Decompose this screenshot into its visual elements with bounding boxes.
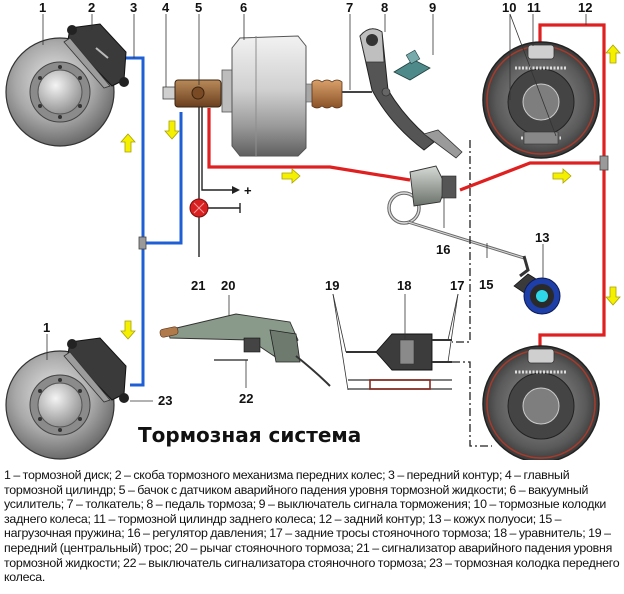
warning-wiring (198, 107, 241, 257)
pressure-regulator (387, 165, 457, 225)
legend-item: 19 – передний (центральный) трос; (4, 526, 611, 555)
callout-22: 22 (239, 391, 253, 406)
legend-caption: 1 – тормозной диск; 2 – скоба тормозного… (4, 468, 622, 585)
rear-drum-brake-top (482, 41, 600, 159)
callout-16: 16 (436, 242, 450, 257)
legend-item: 18 – уравнитель; (493, 526, 589, 541)
plus-terminal-label: + (244, 183, 252, 198)
axle-housing (513, 273, 561, 315)
callout-1-bottom: 1 (43, 320, 50, 335)
legend-item: 23 – тормозная колодка переднего колеса. (4, 555, 620, 585)
callout-3: 3 (130, 0, 137, 15)
parking-brake-lever (159, 313, 331, 387)
load-spring (407, 220, 530, 278)
legend-item: 6 – вакуумный усилитель; (4, 482, 589, 512)
legend-item: 2 – скоба тормозного механизма передних … (114, 468, 388, 482)
rear-drum-brake-bottom (482, 345, 600, 460)
flow-arrow-down-icon (164, 120, 180, 140)
legend-item: 8 – педаль тормоза; (146, 497, 259, 512)
callout-21: 21 (191, 278, 205, 293)
front-caliper-bottom (63, 337, 129, 403)
legend-item: 5 – бачок с датчиком аварийного падения … (118, 482, 510, 497)
legend-item: 9 – выключатель сигнала торможения; (258, 497, 474, 512)
callout-18: 18 (397, 278, 411, 293)
legend-item: 21 – сигнализатор аварийного падения уро… (4, 540, 613, 570)
flow-arrow-down-icon (120, 320, 136, 340)
wire-arrow-icon (232, 186, 240, 194)
callout-6: 6 (240, 0, 247, 15)
callout-19: 19 (325, 278, 339, 293)
legend-item: 3 – передний контур; (388, 468, 505, 482)
front-circuit-lines (122, 56, 183, 387)
callout-8: 8 (381, 0, 388, 15)
brake-pedal (359, 28, 463, 159)
flow-arrow-right-icon (281, 168, 301, 184)
callout-9: 9 (429, 0, 436, 15)
flow-arrow-up-icon (605, 44, 621, 64)
callout-12: 12 (578, 0, 592, 15)
callout-23: 23 (158, 393, 172, 408)
callout-1: 1 (39, 0, 46, 15)
callout-10: 10 (502, 0, 516, 15)
tee-connector (138, 236, 147, 250)
legend-item: 7 – толкатель; (66, 497, 147, 512)
callout-4: 4 (162, 0, 170, 15)
flow-arrow-down-icon (605, 286, 621, 306)
callout-7: 7 (346, 0, 353, 15)
legend-item: 15 – нагрузочная пружина; (4, 511, 562, 541)
callout-5: 5 (195, 0, 202, 15)
brake-system-diagram: + (5, 0, 621, 460)
legend-item: 11 – тормозной цилиндр заднего колеса; (93, 511, 319, 526)
stop-light-switch (393, 49, 431, 81)
vacuum-booster (221, 35, 307, 157)
master-cylinder (162, 79, 222, 108)
callout-13: 13 (535, 230, 549, 245)
legend-item: 17 – задние тросы стояночного тормоза; (269, 526, 494, 541)
brake-fluid-warning-lamp (189, 198, 209, 218)
callout-20: 20 (221, 278, 235, 293)
front-caliper-top (63, 23, 129, 89)
legend-item: 22 – выключатель сигнализатора стояночно… (122, 555, 430, 570)
diagram-title: Тормозная система (138, 423, 361, 447)
callout-17: 17 (450, 278, 464, 293)
legend-item: 1 – тормозной диск; (4, 468, 115, 482)
callout-15: 15 (479, 277, 493, 292)
flow-arrow-right-icon (552, 168, 572, 184)
legend-item: 4 – главный тормозной цилиндр; (4, 468, 570, 497)
legend-item: 13 – кожух полуоси; (428, 511, 539, 526)
legend-item: 16 – регулятор давления; (127, 526, 270, 541)
cable-equalizer (346, 333, 452, 390)
rear-circuit-lines (207, 23, 606, 347)
rear-tee-connector (599, 155, 609, 171)
callout-2: 2 (88, 0, 95, 15)
flow-arrow-up-icon (120, 133, 136, 153)
legend-item: 12 – задний контур; (318, 511, 429, 526)
pushrod-boot (305, 79, 372, 109)
legend-item: 20 – рычаг стояночного тормоза; (174, 540, 357, 555)
leader-lines (42, 13, 587, 402)
legend-item: 10 – тормозные колодки заднего колеса; (4, 497, 607, 526)
parking-cable-routes (452, 140, 492, 447)
callout-11: 11 (527, 0, 541, 15)
